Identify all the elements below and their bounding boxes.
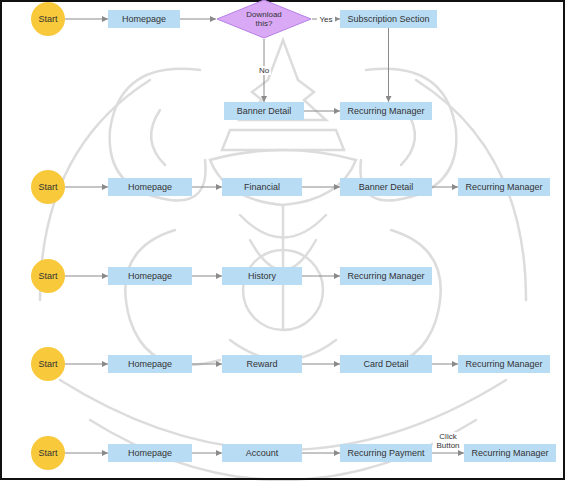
edge-label-box: Yes [317,15,334,24]
node-text: Homepage [128,448,172,459]
flow-arrow [388,28,389,102]
edge-label-box: Click Button [433,432,463,450]
flow-arrow [65,187,108,188]
start-circle: Start [31,347,65,381]
node-text: Banner Detail [237,106,292,117]
node-text: Start [38,14,57,25]
flow-arrow [192,276,222,277]
flow-arrow [302,187,340,188]
flow-arrow [302,364,340,365]
process-box: Recurring Manager [340,102,432,120]
node-text: Recurring Manager [465,359,542,370]
process-box: Subscription Section [340,10,437,28]
node-text: Download this? [242,10,286,28]
process-box: Recurring Payment [340,444,432,462]
node-text: Reward [246,359,277,370]
node-text: Recurring Payment [347,448,424,459]
process-box: Homepage [108,10,180,28]
process-box: Banner Detail [340,178,432,196]
process-box: Financial [222,178,302,196]
node-text: Card Detail [363,359,408,370]
node-text: Start [38,359,57,370]
start-circle: Start [31,170,65,204]
process-box: Banner Detail [224,102,304,120]
edge-label: No [259,66,269,75]
flow-arrow [304,111,340,112]
flow-arrow [432,187,458,188]
start-circle: Start [31,259,65,293]
node-text: Start [38,271,57,282]
node-text: Account [246,448,279,459]
node-text: Recurring Manager [347,106,424,117]
node-text: Banner Detail [359,182,414,193]
start-circle: Start [31,2,65,36]
process-box: Homepage [108,178,192,196]
flow-arrow [192,364,222,365]
node-text: Homepage [122,14,166,25]
process-box: History [222,267,302,285]
flow-arrow [65,19,108,20]
node-text: Homepage [128,182,172,193]
flow-arrow [302,276,340,277]
flow-arrow [192,453,222,454]
node-text: Recurring Manager [471,448,548,459]
process-box: Reward [222,355,302,373]
node-text: Recurring Manager [347,271,424,282]
process-box: Recurring Manager [340,267,432,285]
node-text: Homepage [128,271,172,282]
flow-arrow [180,19,216,20]
flow-arrow [192,187,222,188]
node-text: History [248,271,276,282]
process-box: Card Detail [340,355,432,373]
flow-arrow [65,364,108,365]
flow-arrow [432,364,458,365]
process-box: Recurring Manager [458,178,550,196]
node-text: Start [38,182,57,193]
node-text: Homepage [128,359,172,370]
node-text: Start [38,448,57,459]
edge-label-box: No [257,66,271,75]
node-text: Recurring Manager [465,182,542,193]
decision-diamond: Download this? [216,0,312,39]
process-box: Homepage [108,444,192,462]
node-text: Subscription Section [347,14,429,25]
process-box: Recurring Manager [464,444,556,462]
edge-label: Click Button [436,432,459,450]
flow-arrow [65,276,108,277]
flow-arrow [65,453,108,454]
flow-arrow [302,453,340,454]
node-text: Financial [244,182,280,193]
process-box: Account [222,444,302,462]
start-circle: Start [31,436,65,470]
edge-label: Yes [319,15,332,24]
process-box: Homepage [108,267,192,285]
process-box: Recurring Manager [458,355,550,373]
process-box: Homepage [108,355,192,373]
flow-arrow [432,453,464,454]
